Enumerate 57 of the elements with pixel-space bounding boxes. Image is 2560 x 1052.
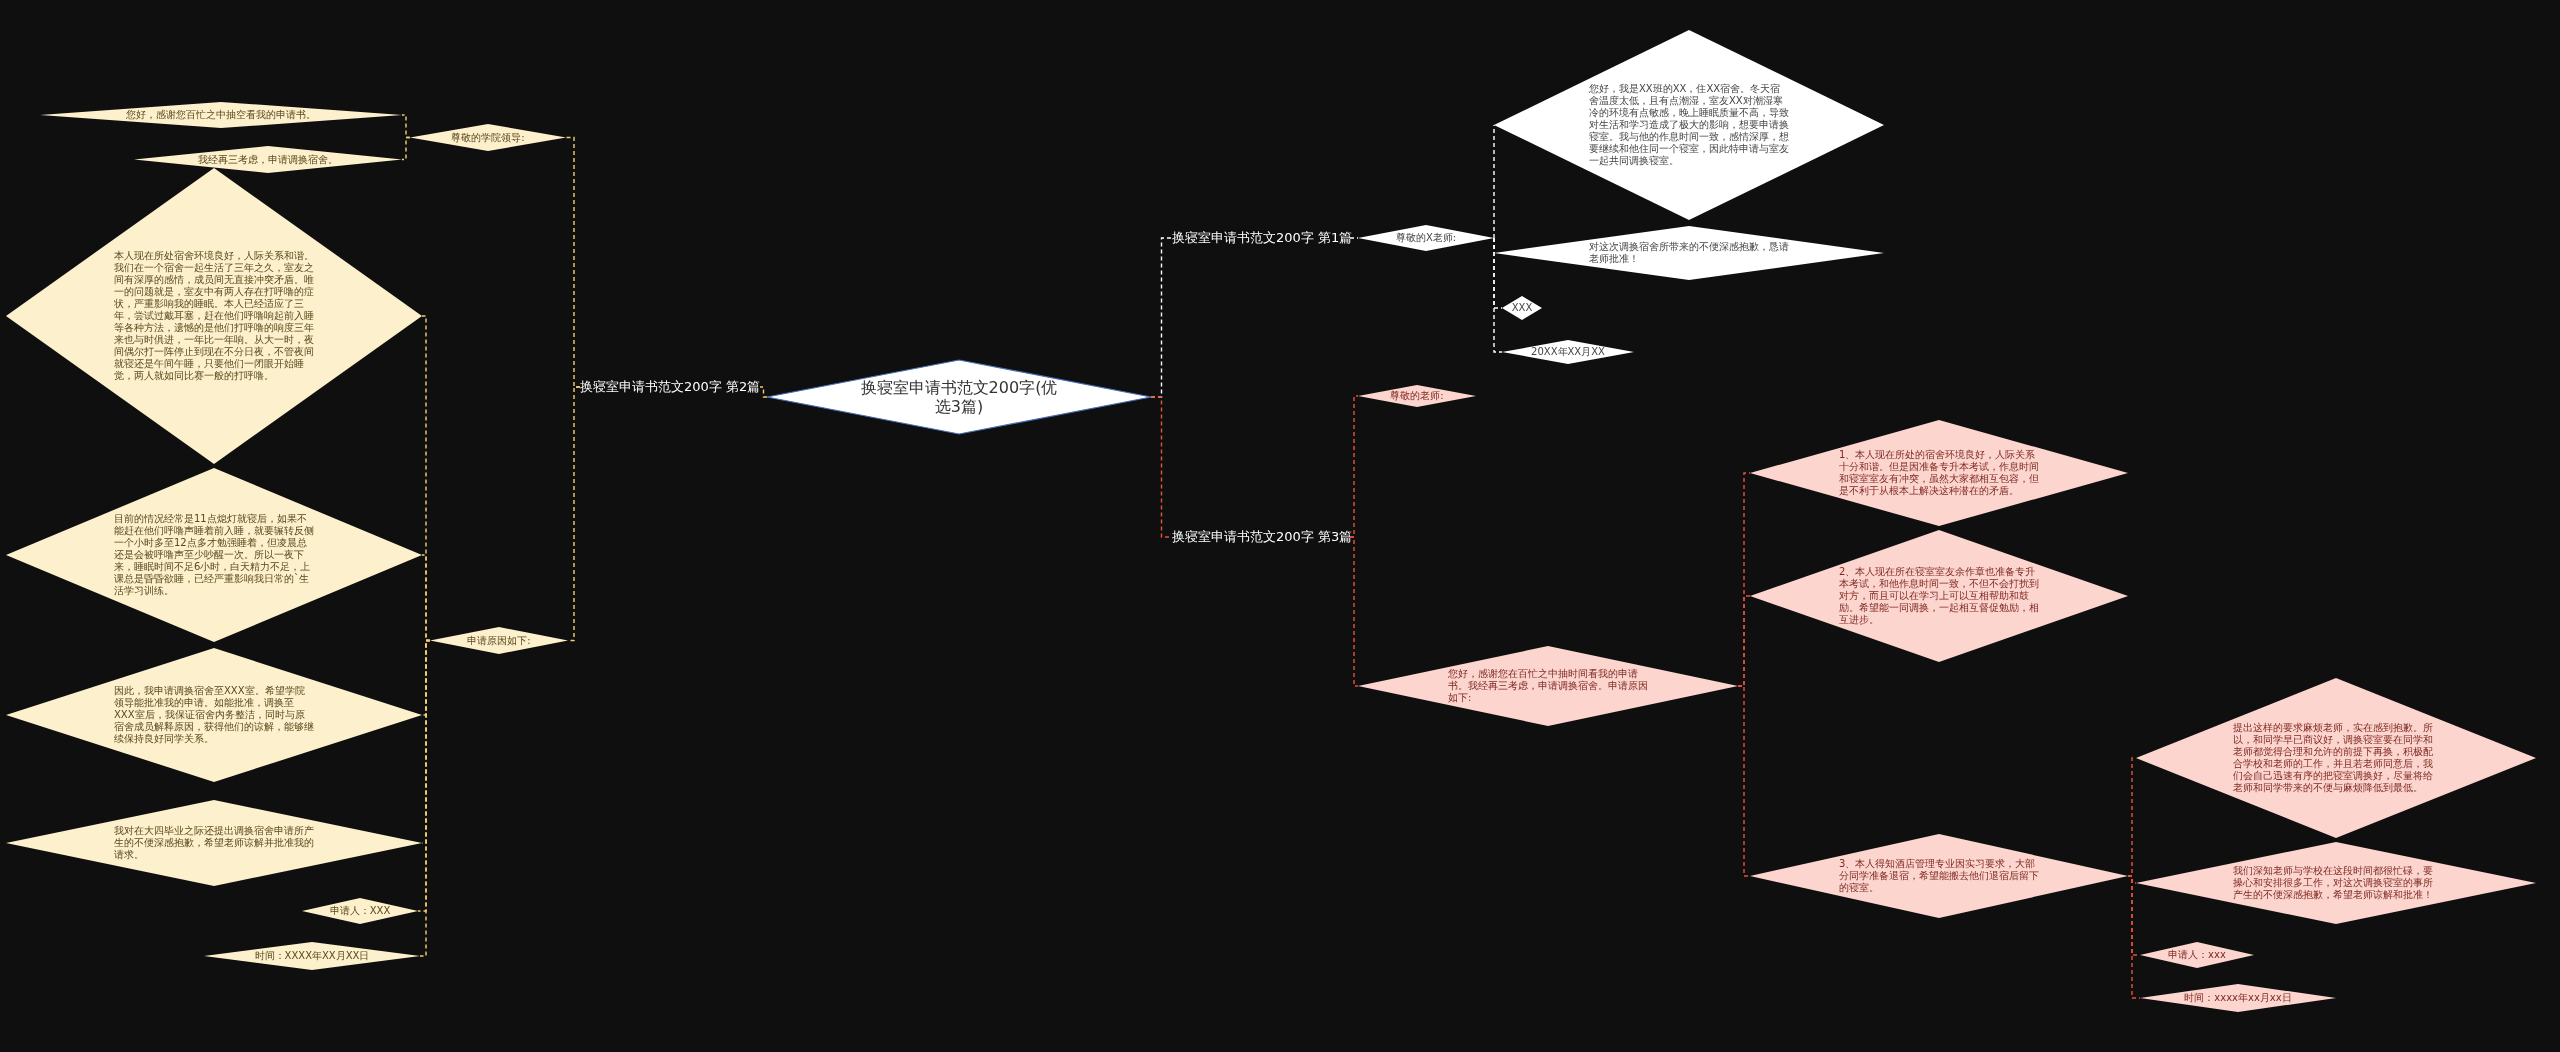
node-text: 您好，我是XX班的XX，住XX宿舍。冬天宿舍温度太低，且有点潮湿，室友XX对潮湿寒冷的环境有点敏感，晚上睡眠质量不高，导致对生活和学习造成了极大的影响，想要申请换寝室。我与他的作息时间一致，感情深厚，想要继续和他住同一个寝室，因此特申请与室友一起共同调换寝室。: [1589, 83, 1789, 167]
diamond-node: [1358, 225, 1494, 251]
diamond-node: [1750, 834, 2128, 918]
node-text: 时间：xxxx年xx月xx日: [2184, 992, 2292, 1004]
node-text: 因此，我申请调换宿舍至XXX室。希望学院领导能批准我的申请。如能批准，调换至XXX室后，我保证宿舍内务整洁，同时与原宿舍成员解释原因，获得他们的谅解，能够继续保持良好同学关系。: [114, 685, 314, 745]
node-text: 1、本人现在所处的宿舍环境良好，人际关系十分和谐。但是因准备专升本考试，作息时间和寝室室友有冲突，虽然大家都相互包容，但是不利于从根本上解决这种潜在的矛盾。: [1839, 449, 2039, 497]
node-text: XXX: [1511, 302, 1533, 314]
connector: [759, 386, 768, 398]
diamond-node: [6, 468, 422, 642]
node-text: 您好，感谢您百忙之中抽空看我的申请书。: [126, 109, 316, 121]
root-diamond: [767, 360, 1151, 434]
diamond-node: [6, 800, 422, 886]
node-text: 目前的情况经常是11点熄灯就寝后，如果不能赶在他们呼噜声睡着前入睡，就要辗转反侧一个小时多至12点多才勉强睡着，但凌晨总还是会被呼噜声至少吵醒一次。所以一夜下来，睡眠时间不足6小时，白天精力不足，上课总是昏昏欲睡，已经严重影响我日常的`生活学习训练。: [114, 513, 314, 597]
diamond-node: [1502, 296, 1542, 320]
connector: [1349, 536, 1359, 687]
node-text: 我经再三考虑，申请调换宿舍。: [198, 153, 338, 166]
connector: [2127, 875, 2141, 999]
connector: [1349, 237, 1359, 239]
node-text: 尊敬的X老师:: [1395, 232, 1457, 244]
connector: [401, 136, 411, 161]
node-text: 您好，感谢您在百忙之中抽时间看我的申请书。我经再三考虑，申请调换宿舍。申请原因如下:: [1448, 668, 1648, 704]
connector: [419, 639, 431, 957]
node-text: 换寝室申请书范文200字(优选3篇): [859, 377, 1059, 417]
node-text: 时间：XXXX年XX月XX日: [254, 950, 370, 962]
node-text: 我们深知老师与学校在这段时间都很忙碌，要操心和安排很多工作，对这次调换寝室的事所产生的不便深感抱歉，希望老师谅解和批准！: [2233, 865, 2434, 901]
diamond-node: [2136, 678, 2536, 838]
diamond-node: [1502, 340, 1634, 364]
node-text: 申请原因如下:: [467, 634, 531, 647]
branch-label: 换寝室申请书范文200字 第2篇: [580, 377, 760, 397]
node-text: 我对在大四毕业之际还提出调换宿舍申请所产生的不便深感抱歉，希望老师谅解并批准我的请求。: [114, 825, 314, 861]
node-text: 对这次调换宿舍所带来的不便深感抱歉，恳请老师批准！: [1589, 241, 1789, 265]
diamond-node: [430, 627, 568, 654]
branch-label: 换寝室申请书范文200字 第3篇: [1172, 527, 1350, 547]
connector: [1493, 124, 1495, 239]
diamond-node: [1750, 420, 2128, 526]
node-text: 3、本人得知酒店管理专业因实习要求，大部分同学准备退宿，希望能搬去他们退宿后留下的寝室。: [1839, 858, 2039, 894]
node-text: 20XX年XX月XX: [1531, 346, 1605, 358]
diamond-node: [1750, 530, 2128, 662]
diamond-node: [302, 898, 418, 924]
branch-label: 换寝室申请书范文200字 第1篇: [1172, 228, 1350, 248]
diamond-node: [410, 124, 566, 151]
node-text: 申请人：XXX: [329, 905, 391, 917]
diamond-node: [2140, 942, 2254, 968]
node-text: 本人现在所处宿舍环境良好，人际关系和谐。我们在一个宿舍一起生活了三年之久，室友之间有深厚的感情，成员间无直接冲突矛盾。唯一的问题就是，室友中有两人存在打呼噜的症状，严重影响我的睡眠。本人已经适应了三年，尝试过戴耳塞，赶在他们呼噜响起前入睡等各种方法，遗憾的是他们打呼噜的响度三年来也与时俱进，一年比一年响。从大一时，夜间偶尔打一阵停止到现在不分日夜，不管夜间就寝还是午间午睡，只要他们一闭眼开始睡觉，两人就如同比赛一般的打呼噜。: [114, 250, 314, 382]
connector: [1493, 237, 1503, 353]
diamond-node: [1358, 385, 1476, 407]
node-text: 提出这样的要求麻烦老师，实在感到抱歉。所以，和同学早已商议好，调换寝室要在同学和老师都觉得合理和允许的前提下再换，积极配合学校和老师的工作，并且若老师同意后，我们会自己迅速有序的把寝室调换好，尽量将给老师和同学带来的不便与麻烦降低到最低。: [2233, 722, 2434, 794]
diamond-node: [2136, 842, 2536, 924]
diamond-node: [134, 146, 402, 173]
node-text: 申请人：xxx: [2168, 949, 2226, 961]
diamond-node: [1494, 30, 1884, 220]
node-text: 2、本人现在所在寝室室友余作章也准备专升本考试，和他作息时间一致，不但不会打扰到对方，而且可以在学习上可以互相帮助和鼓励。希望能一同调换，一起相互督促勉励，相互进步。: [1839, 566, 2039, 626]
diamond-node: [1358, 646, 1738, 726]
node-text: 尊敬的学院领导:: [451, 131, 525, 144]
connector: [1737, 685, 1751, 877]
node-text: 尊敬的老师:: [1390, 390, 1444, 402]
diamond-node: [6, 648, 422, 782]
